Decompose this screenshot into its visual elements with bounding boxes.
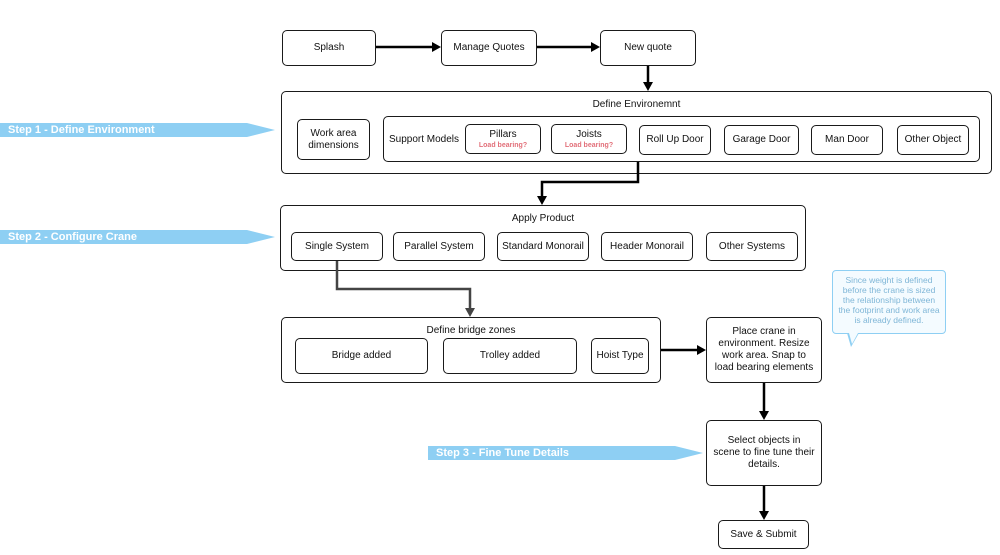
apply-product-title: Apply Product	[511, 213, 575, 224]
define-environment-title: Define Environemnt	[592, 99, 681, 110]
select-objects-node[interactable]: Select objects in scene to fine tune the…	[706, 420, 822, 486]
bridge-added-node[interactable]: Bridge added	[295, 338, 428, 374]
pillars-label: Pillars	[489, 128, 517, 140]
save-submit-node[interactable]: Save & Submit	[718, 520, 809, 549]
support-models-label: Support Models	[388, 134, 460, 145]
sizing-note-tail-inner	[849, 333, 858, 344]
other-object-node[interactable]: Other Object	[897, 125, 969, 155]
standard-monorail-node[interactable]: Standard Monorail	[497, 232, 589, 261]
splash-node[interactable]: Splash	[282, 30, 376, 66]
work-area-dimensions-node[interactable]: Work area dimensions	[297, 119, 370, 160]
other-systems-node[interactable]: Other Systems	[706, 232, 798, 261]
hoist-type-node[interactable]: Hoist Type	[591, 338, 649, 374]
pillars-node[interactable]: Pillars Load bearing?	[465, 124, 541, 154]
roll-up-door-node[interactable]: Roll Up Door	[639, 125, 711, 155]
trolley-added-node[interactable]: Trolley added	[443, 338, 577, 374]
joists-label: Joists	[576, 128, 602, 140]
joists-node[interactable]: Joists Load bearing?	[551, 124, 627, 154]
step-3-banner: Step 3 - Fine Tune Details	[428, 446, 703, 460]
parallel-system-node[interactable]: Parallel System	[393, 232, 485, 261]
garage-door-node[interactable]: Garage Door	[724, 125, 799, 155]
step-1-banner: Step 1 - Define Environment	[0, 123, 275, 137]
manage-quotes-node[interactable]: Manage Quotes	[441, 30, 537, 66]
define-bridge-zones-title: Define bridge zones	[426, 325, 516, 336]
joists-load-bearing: Load bearing?	[564, 141, 614, 149]
sizing-note: Since weight is defined before the crane…	[832, 270, 946, 334]
header-monorail-node[interactable]: Header Monorail	[601, 232, 693, 261]
step-2-banner: Step 2 - Configure Crane	[0, 230, 275, 244]
new-quote-node[interactable]: New quote	[600, 30, 696, 66]
single-system-node[interactable]: Single System	[291, 232, 383, 261]
place-crane-node[interactable]: Place crane in environment. Resize work …	[706, 317, 822, 383]
man-door-node[interactable]: Man Door	[811, 125, 883, 155]
support-models-group	[383, 116, 980, 162]
pillars-load-bearing: Load bearing?	[478, 141, 528, 149]
